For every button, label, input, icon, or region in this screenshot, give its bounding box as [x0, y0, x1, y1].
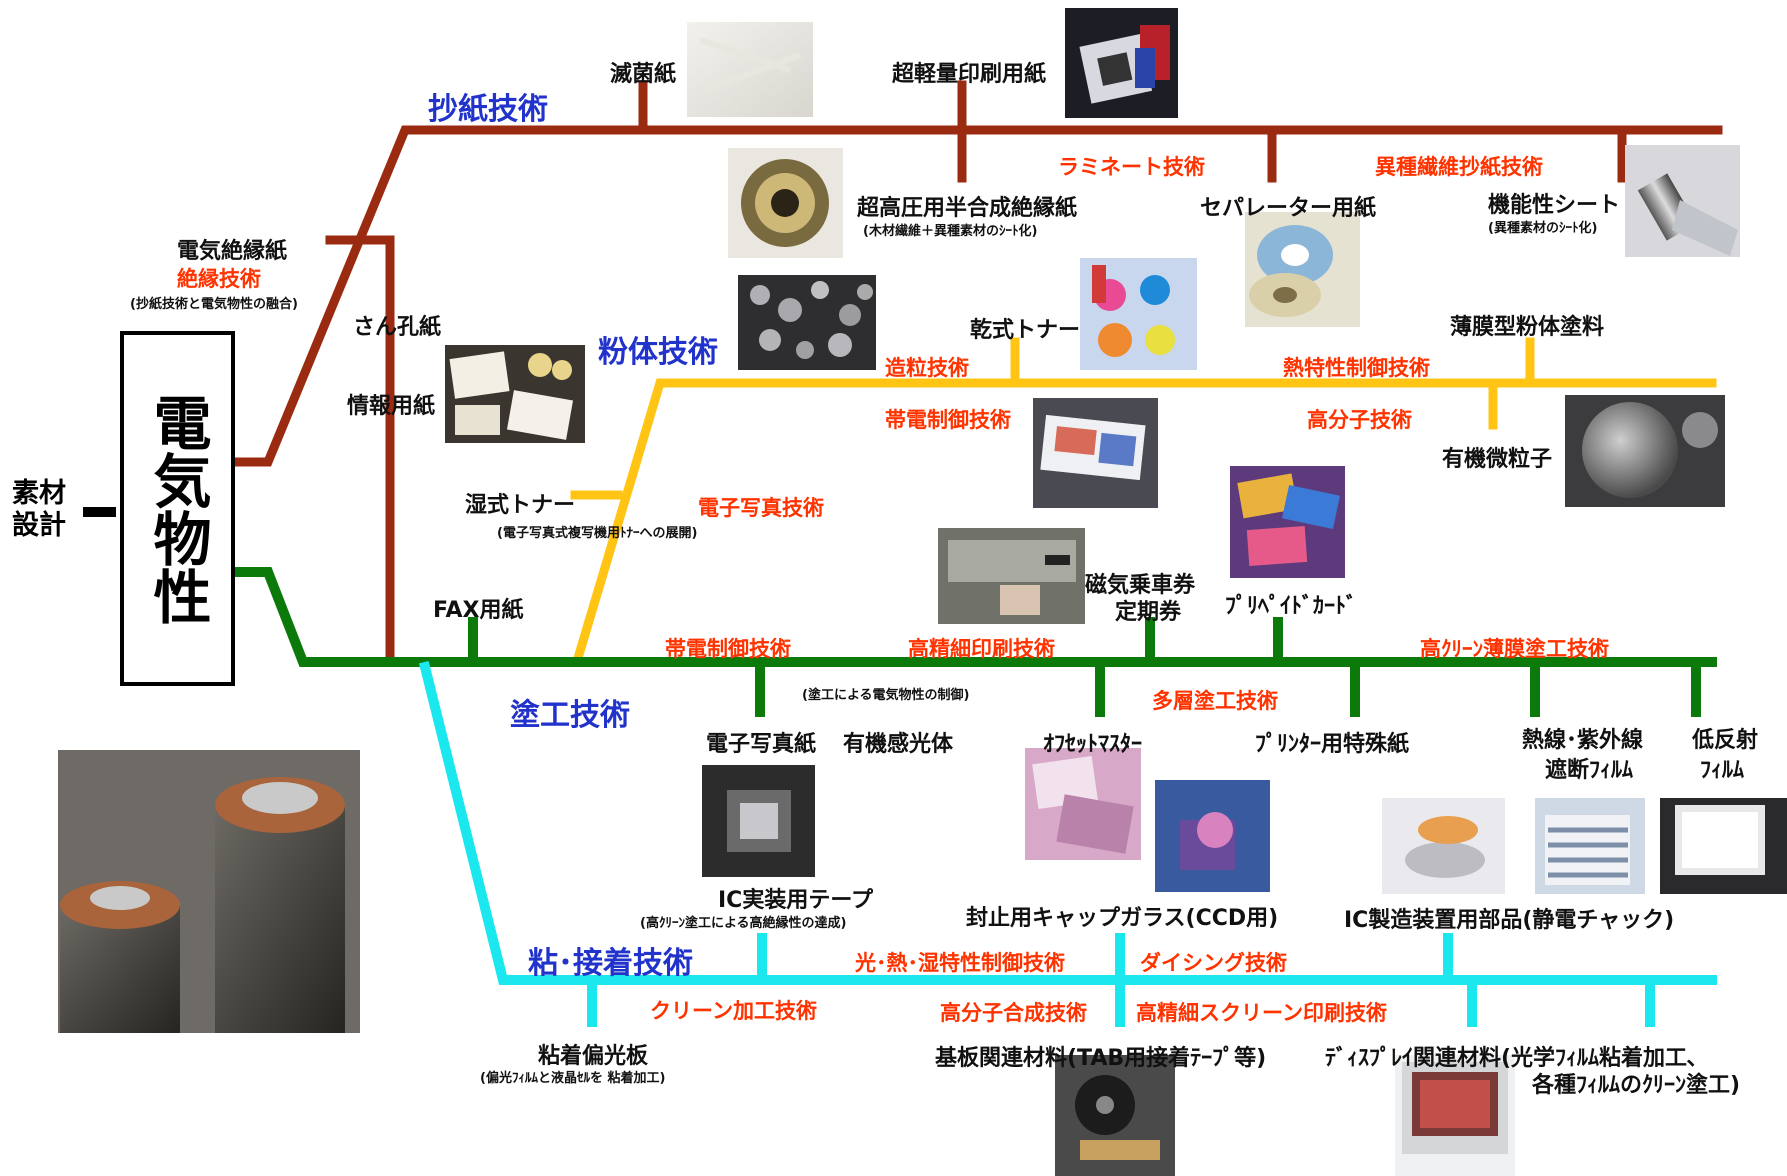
branch-powder: 粉体技術: [598, 335, 718, 370]
particle-micrograph-photo: [1565, 395, 1725, 507]
branch-paper: 抄紙技術: [428, 92, 548, 127]
item-insulating-paper: 電気絶縁紙: [177, 239, 288, 264]
branch-adhesive: 粘･接着技術: [528, 946, 693, 981]
electrostatic-chuck-photo: [1382, 798, 1505, 894]
branch-coating: 塗工技術: [510, 698, 630, 733]
powder-branch-lines: [570, 337, 1717, 664]
item-ephoto-paper: 電子写真紙: [706, 732, 817, 757]
tech-clean-film: 高ｸﾘｰﾝ薄膜塗工技術: [1420, 637, 1609, 661]
item-ic-parts: IC製造装置用部品(静電チャック): [1344, 908, 1675, 933]
item-ic-tape: IC実装用テープ: [718, 888, 874, 913]
tech-polymer-syn: 高分子合成技術: [940, 1001, 1087, 1025]
item-offset-master: ｵﾌｾｯﾄﾏｽﾀｰ: [1043, 732, 1143, 757]
item-cap-glass: 封止用キャップガラス(CCD用): [966, 906, 1279, 931]
item-info-paper: 情報用紙: [347, 394, 436, 419]
item-low-reflect-2: ﾌｨﾙﾑ: [1700, 758, 1745, 783]
note-functional: (異種素材のｼｰﾄ化): [1488, 221, 1598, 236]
item-prepaid-card: ﾌﾟﾘﾍﾟｲﾄﾞｶｰﾄﾞ: [1225, 594, 1358, 619]
sterile-paper-photo: [687, 22, 813, 117]
note-ic-tape: (高ｸﾘｰﾝ塗工による高絶縁性の達成): [640, 916, 847, 931]
prepaid-card-photo: [1230, 466, 1345, 578]
tech-granulation: 造粒技術: [885, 356, 969, 380]
core-electrical-property-box: 電気物性: [120, 331, 235, 686]
powder-micrograph-photo: [738, 275, 876, 370]
item-heat-uv-1: 熱線･紫外線: [1522, 728, 1644, 753]
item-magnetic-ticket-2: 定期券: [1115, 600, 1182, 625]
paper-branch-lines: [232, 80, 1723, 663]
item-magnetic-ticket-1: 磁気乗車券: [1085, 573, 1196, 598]
item-printer-paper: ﾌﾟﾘﾝﾀｰ用特殊紙: [1255, 732, 1410, 757]
offset-master-photo: [1025, 748, 1141, 860]
tech-polymer: 高分子技術: [1307, 408, 1412, 432]
tech-laminate: ラミネート技術: [1058, 155, 1205, 179]
note-insulation: (抄紙技術と電気物性の融合): [130, 297, 298, 312]
note-wet-toner: (電子写真式複写機用ﾄﾅｰへの展開): [497, 526, 698, 541]
crt-display-photo: [1395, 1055, 1515, 1176]
printing-paper-photo: [1065, 8, 1178, 118]
item-stencil-paper: さん孔紙: [353, 315, 442, 340]
insulating-paper-roll-photo: [728, 148, 843, 258]
ccd-glass-photo: [1155, 780, 1270, 892]
root-line-1: 素材: [12, 478, 66, 509]
tech-hetero-fiber: 異種繊維抄紙技術: [1375, 155, 1543, 179]
core-label: 電気物性: [143, 392, 212, 625]
item-ultralight-paper: 超軽量印刷用紙: [892, 62, 1047, 87]
item-functional-sheet: 機能性シート: [1488, 193, 1621, 218]
tech-insulation: 絶縁技術: [177, 267, 261, 291]
printed-sheet-photo: [1033, 398, 1158, 508]
note-coating: (塗工による電気物性の制御): [802, 688, 970, 703]
item-heat-uv-2: 遮断ﾌｨﾙﾑ: [1545, 758, 1634, 783]
tech-multilayer: 多層塗工技術: [1152, 689, 1278, 713]
info-paper-photo: [445, 345, 585, 443]
adhesive-branch-lines: [418, 660, 1717, 1027]
item-sterile-paper: 滅菌紙: [610, 62, 677, 87]
tech-charge-1: 帯電制御技術: [885, 408, 1011, 432]
item-display-2: 各種ﾌｨﾙﾑのｸﾘｰﾝ塗工): [1532, 1073, 1741, 1098]
separator-roll-photo: [1245, 212, 1360, 327]
tech-thermal: 熱特性制御技術: [1283, 356, 1430, 380]
monitor-photo: [1660, 798, 1787, 894]
dry-toner-photo: [1080, 258, 1197, 370]
tech-hires-print: 高精細印刷技術: [908, 637, 1055, 661]
note-uhv: (木材繊維＋異種素材のｼｰﾄ化): [863, 224, 1038, 239]
item-dry-toner: 乾式トナー: [970, 318, 1081, 343]
tech-clean-proc: クリーン加工技術: [650, 999, 817, 1023]
ic-package-photo: [702, 765, 815, 877]
tech-charge-2: 帯電制御技術: [665, 637, 791, 661]
item-substrate: 基板関連材料(TAB用接着ﾃｰﾌﾟ等): [935, 1046, 1267, 1071]
root-connector: [83, 507, 116, 517]
item-separator-paper: セパレーター用紙: [1200, 196, 1377, 221]
note-polarizer: (偏光ﾌｨﾙﾑと液晶ｾﾙを 粘着加工): [480, 1071, 666, 1086]
coating-branch-lines: [232, 567, 1717, 717]
item-organic-pc: 有機感光体: [843, 732, 954, 757]
root-material-design: 素材 設計: [12, 478, 66, 542]
item-fax-paper: FAX用紙: [433, 598, 524, 623]
item-low-reflect-1: 低反射: [1692, 728, 1759, 753]
item-wet-toner: 湿式トナー: [465, 493, 576, 518]
ticket-gate-photo: [938, 528, 1085, 624]
functional-sheet-photo: [1625, 145, 1740, 257]
tab-tape-photo: [1055, 1055, 1175, 1176]
tech-opt-heat: 光･熱･湿特性制御技術: [855, 951, 1065, 975]
tech-hires-screen: 高精細スクリーン印刷技術: [1136, 1001, 1387, 1025]
item-display-1: ﾃﾞｨｽﾌﾟﾚｲ関連材料(光学ﾌｨﾙﾑ粘着加工､: [1325, 1046, 1699, 1071]
power-cable-photo: [58, 750, 360, 1033]
item-uhv-paper: 超高圧用半合成絶縁紙: [857, 196, 1078, 221]
item-polarizer: 粘着偏光板: [538, 1044, 649, 1069]
tech-electrophoto: 電子写真技術: [698, 496, 824, 520]
root-line-2: 設計: [12, 510, 66, 541]
building-photo: [1535, 798, 1645, 894]
item-organic-particles: 有機微粒子: [1442, 447, 1553, 472]
tech-dicing: ダイシング技術: [1140, 951, 1287, 975]
item-thin-film-powder: 薄膜型粉体塗料: [1450, 315, 1605, 340]
